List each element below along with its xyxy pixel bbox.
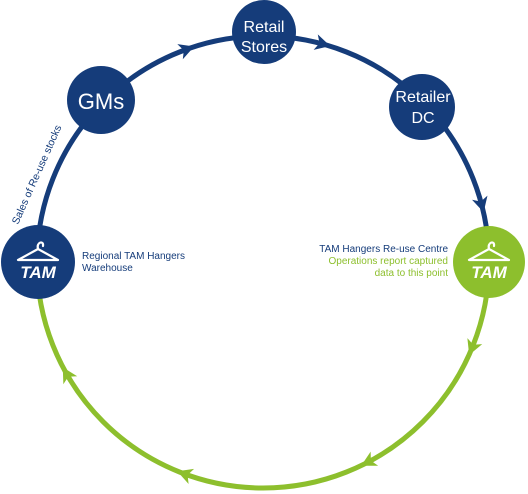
gms-circle (67, 66, 135, 134)
flow-arrowhead (177, 468, 195, 484)
regional-warehouse-label: Regional TAM Hangers Warehouse (82, 251, 185, 275)
operations-note-line1: Operations report captured (328, 256, 448, 267)
retail-stores-node: Retail Stores (232, 0, 296, 64)
retailer-dc-circle (389, 74, 455, 140)
tam-warehouse-circle (1, 225, 75, 299)
retailer-dc-label-line2: DC (411, 110, 434, 127)
tam-reuse-centre-node: TAM (453, 226, 525, 298)
regional-warehouse-label-line1: Regional TAM Hangers (82, 251, 186, 262)
flow-arrowhead (467, 338, 483, 356)
hanger-icon (467, 241, 511, 262)
tam-logo-text: TAM (20, 263, 56, 282)
retailer-dc-label-line1: Retailer (395, 89, 451, 106)
flow-arrowhead (313, 34, 331, 50)
operations-note-line2: data to this point (374, 268, 448, 279)
flow-arrowhead (62, 367, 78, 385)
gms-label: GMs (78, 89, 124, 114)
retail-stores-circle (232, 0, 296, 64)
retail-stores-label-line1: Retail (244, 19, 285, 36)
hanger-icon (16, 241, 60, 262)
ring-arc-green (34, 261, 492, 491)
reuse-centre-title: TAM Hangers Re-use Centre (319, 244, 448, 255)
flow-arrowhead (177, 44, 195, 60)
reuse-centre-label: TAM Hangers Re-use Centre Operations rep… (319, 244, 448, 280)
retail-stores-label-line2: Stores (241, 39, 287, 56)
flow-arrowhead (361, 451, 379, 466)
flow-arrowhead (472, 195, 488, 213)
tam-logo-text: TAM (471, 263, 507, 282)
retailer-dc-node: Retailer DC (389, 74, 455, 140)
tam-warehouse-node: TAM (1, 225, 75, 299)
tam-reuse-centre-circle (453, 226, 525, 298)
regional-warehouse-label-line2: Warehouse (82, 263, 133, 274)
gms-node: GMs (67, 66, 135, 134)
